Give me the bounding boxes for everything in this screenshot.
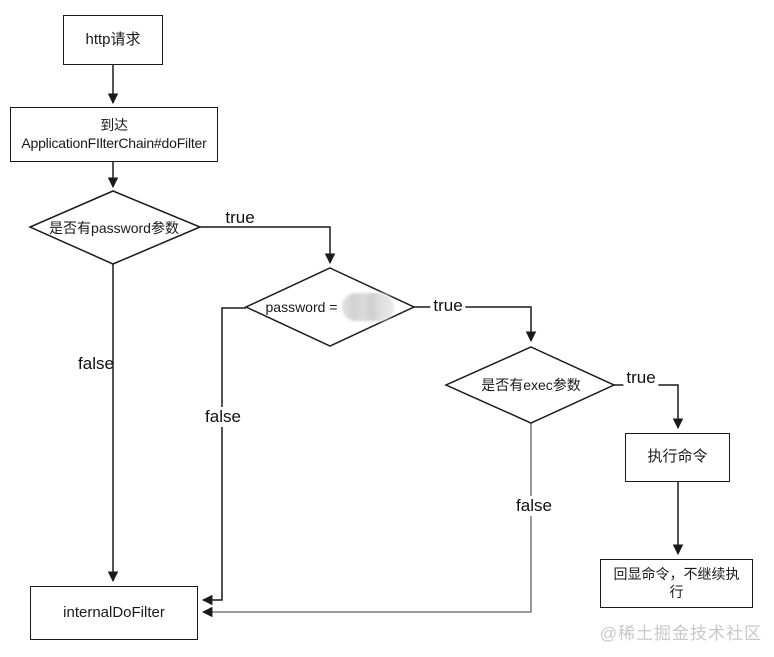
edge-exec-param-false	[201, 423, 532, 618]
node-arrive-filterchain: 到达 ApplicationFIlterChain#doFilter	[10, 107, 218, 162]
edge-label-true-3: true	[623, 368, 659, 388]
node-internal-do-filter-label: internalDoFilter	[63, 603, 165, 621]
redacted-password-value	[342, 293, 395, 321]
edge-password-value-false	[201, 307, 246, 606]
edge-label-true-2: true	[430, 296, 466, 316]
password-equals-text: password =	[265, 299, 338, 315]
diamond-exec-param	[444, 346, 616, 424]
node-exec-command-label: 执行命令	[647, 448, 708, 466]
node-http-request: http请求	[63, 15, 163, 65]
edge-label-false-3: false	[513, 496, 555, 516]
diamond-password-param-label: 是否有password参数	[49, 219, 179, 236]
node-arrive-line1: 到达	[100, 117, 128, 133]
edge-password-param-true	[200, 226, 336, 265]
node-internal-do-filter: internalDoFilter	[30, 586, 198, 640]
diamond-password-param	[28, 190, 202, 265]
node-echo-result: 回显命令，不继续执行	[600, 559, 753, 608]
diamond-password-value-label: password =	[250, 292, 410, 322]
watermark-text: @稀土掘金技术社区	[599, 624, 762, 643]
edge-label-true-1: true	[225, 208, 255, 227]
node-arrive-line2: ApplicationFIlterChain#doFilter	[21, 134, 207, 151]
edge-label-false-2: false	[202, 407, 244, 427]
node-http-request-label: http请求	[85, 30, 141, 48]
node-echo-result-label: 回显命令，不继续执行	[613, 566, 740, 600]
edge-exec-param-true	[614, 384, 684, 430]
node-exec-command: 执行命令	[625, 433, 730, 482]
edge-label-false-1: false	[78, 354, 114, 373]
diamond-exec-param-label: 是否有exec参数	[481, 377, 581, 393]
